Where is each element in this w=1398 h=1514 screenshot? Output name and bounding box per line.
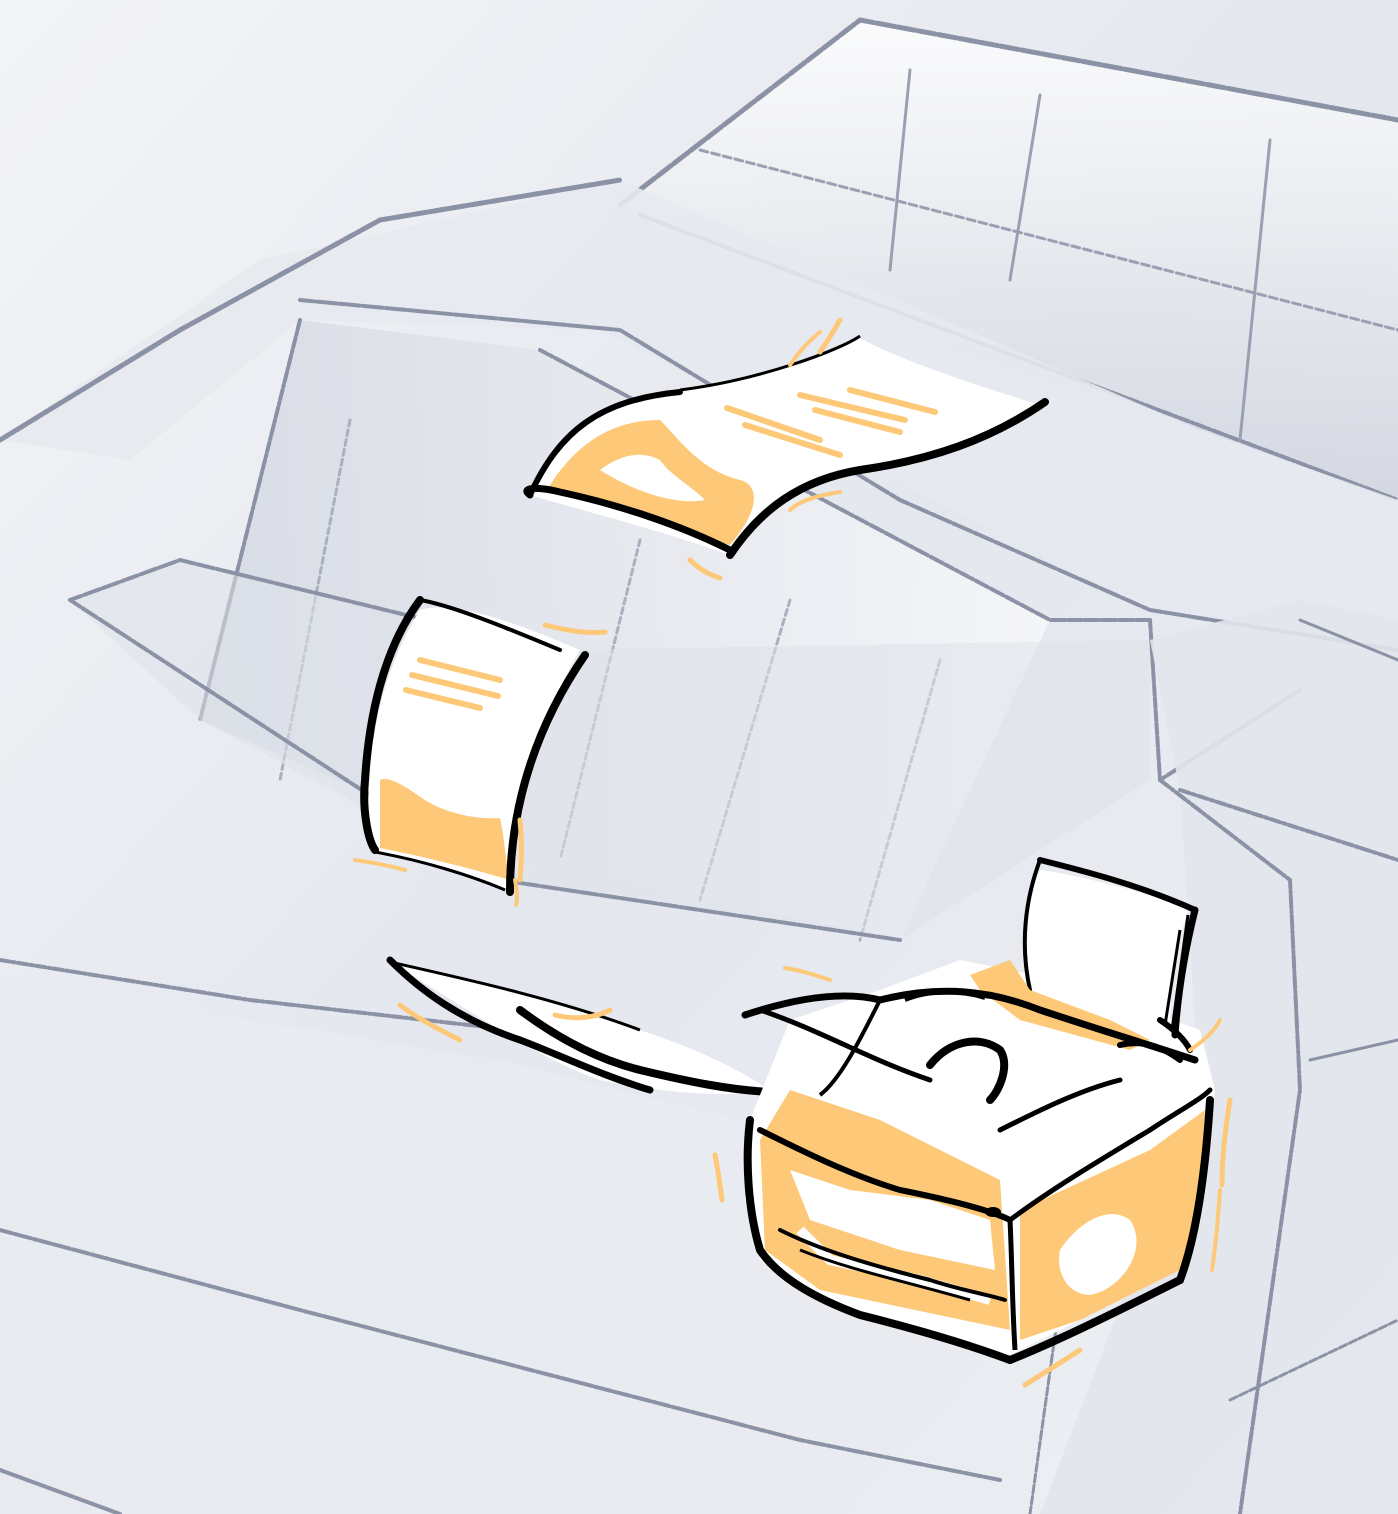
flying-paper-top-icon [523, 317, 1049, 581]
printer-icon [712, 857, 1233, 1388]
flying-paper-bottom-icon [386, 956, 832, 1096]
flying-paper-middle-icon [353, 596, 608, 907]
